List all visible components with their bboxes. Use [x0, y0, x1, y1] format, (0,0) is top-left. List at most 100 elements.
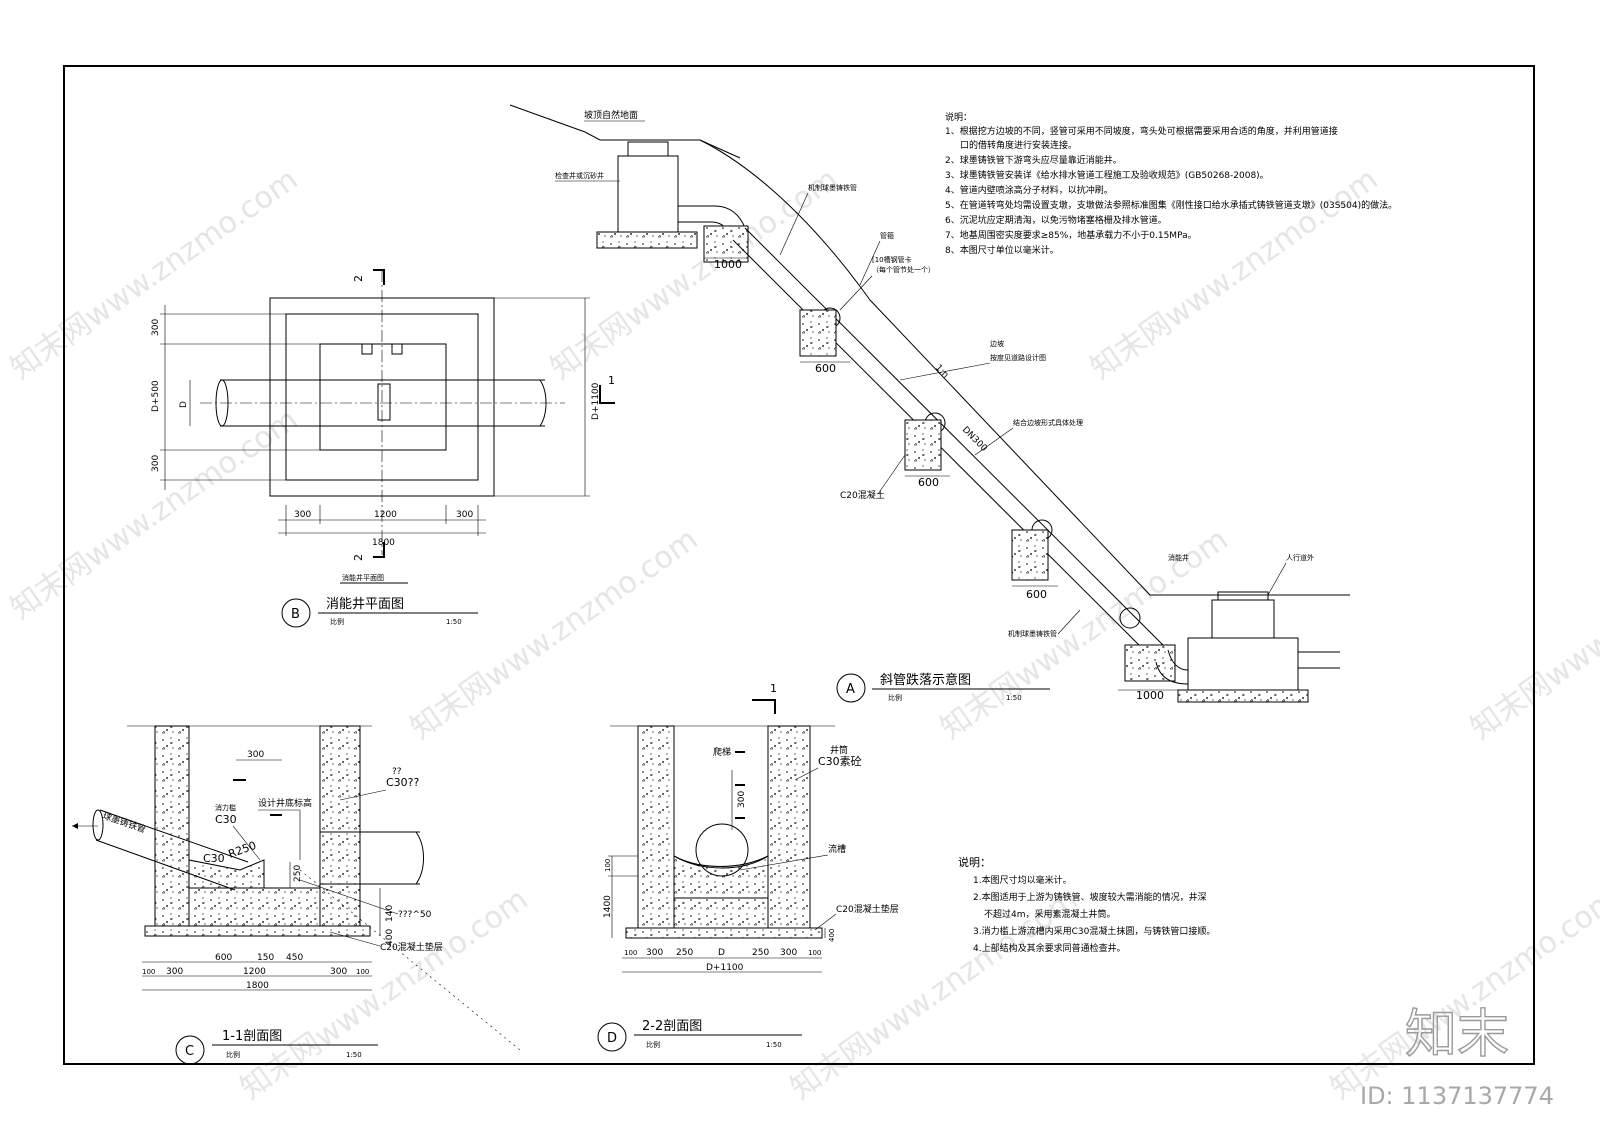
- label-dn: DN300: [960, 425, 989, 454]
- view-b-title: 消能井平面图: [326, 597, 404, 612]
- dim-text: D: [718, 948, 725, 958]
- view-a-title: 斜管跌落示意图: [880, 672, 971, 688]
- watermark-text: 知末网www.znzmo.com: [935, 522, 1235, 747]
- dim-text: 400: [385, 929, 395, 946]
- label-steel-clamp: [10槽钢管卡: [872, 255, 912, 264]
- label-inspection-well: 检查井或沉砂井: [555, 171, 604, 180]
- note-item: 1、根据挖方边坡的不同，竖管可采用不同坡度，弯头处可根据需要采用合适的角度，并利…: [945, 125, 1338, 137]
- dim-text: 600: [1026, 588, 1047, 601]
- dim-text: 1200: [243, 967, 266, 977]
- label-pipe: 球墨铸铁管: [101, 809, 147, 835]
- view-c-badge: [175, 1035, 205, 1065]
- well-chamber: [319, 343, 447, 451]
- drawing-border: [63, 65, 1535, 1065]
- dim-text: 600: [815, 362, 836, 375]
- label-pipe-clamp: 管箍: [880, 231, 894, 240]
- dim-text: 300: [247, 750, 264, 760]
- watermark-text: 知末网www.znzmo.com: [5, 402, 305, 627]
- dim-text: 1200: [374, 510, 397, 520]
- view-d-scale: 1:50: [766, 1041, 782, 1049]
- dim-text: 250: [293, 865, 303, 882]
- dim-text: 250: [752, 948, 769, 958]
- view-a-letter: A: [846, 682, 855, 697]
- well-floor: [673, 897, 769, 929]
- inspection-well: [617, 155, 679, 237]
- watermark-text: 知末网www.znzmo.com: [5, 162, 305, 387]
- section-mark-1-d: 1: [770, 682, 777, 695]
- note-item: 3.消力槛上游流槽内采用C30混凝土抹圆，与铸铁管口接顺。: [973, 925, 1215, 937]
- section-mark-2-bottom: 2: [352, 554, 365, 561]
- dim-text: 1000: [714, 258, 742, 271]
- dim-text: 100: [604, 859, 612, 872]
- watermark-text: 知末网www.znzmo.com: [1465, 522, 1600, 747]
- support-pier: [799, 309, 837, 357]
- dim-text: 1800: [372, 538, 395, 548]
- label-sidewalk: 人行道外: [1286, 553, 1314, 562]
- label-wall: 井筒: [830, 744, 848, 756]
- view-c-title: 1-1剖面图: [222, 1029, 282, 1044]
- dim-text: 400: [828, 929, 836, 942]
- note-item: 不超过4m，采用素混凝土井筒。: [984, 908, 1116, 920]
- label-slope: 边坡: [990, 339, 1004, 348]
- label-design-elev: 设计井底标高: [258, 797, 312, 809]
- dim-text: 1400: [603, 895, 613, 918]
- well-wall-left: [637, 725, 675, 929]
- notes-bottom: 说明： 1.本图尺寸均以毫米计。 2.本图适用于上游为铸铁管、坡度较大需消能的情…: [958, 855, 1215, 954]
- label-slope-design: 按度见道路设计图: [990, 353, 1046, 362]
- dim-text: 450: [286, 953, 303, 963]
- view-b-badge: [281, 598, 311, 628]
- channel-fill: [673, 855, 769, 899]
- label-c20: C20混凝土垫层: [836, 903, 899, 915]
- view-c-scale: 1:50: [346, 1051, 362, 1059]
- watermark-layer: 知末网www.znzmo.com 知末网www.znzmo.com 知末网www…: [5, 162, 1600, 1107]
- view-d-title: 2-2剖面图: [642, 1019, 702, 1034]
- thrust-block-bottom: [1124, 644, 1176, 682]
- view-b-plan: 2 2 1 300 D+500 300 D D+1100 300 1200 30…: [151, 269, 615, 628]
- well-wall-right: [319, 725, 361, 927]
- view-a-scale-label: 比例: [888, 693, 902, 702]
- dim-text: D+1100: [706, 963, 744, 973]
- dim-text: D+500: [151, 380, 161, 412]
- label-energy-well: 消能井: [1168, 553, 1189, 562]
- notes-bottom-heading: 说明：: [958, 855, 991, 869]
- thrust-block-top: [703, 225, 749, 263]
- dim-text: D+1100: [591, 382, 601, 420]
- note-item: 4、管道内壁喷涂高分子材料，以抗冲刷。: [945, 184, 1113, 196]
- note-item: 4.上部结构及其余要求同普通检查井。: [973, 942, 1126, 954]
- note-item: 2.本图适用于上游为铸铁管、坡度较大需消能的情况，井深: [973, 891, 1207, 903]
- dim-text: 250: [676, 948, 693, 958]
- label-r250: R250: [227, 839, 258, 861]
- dim-text: 600: [215, 953, 232, 963]
- view-c-scale-label: 比例: [226, 1050, 240, 1059]
- dim-text: 300: [780, 948, 797, 958]
- well-floor: [188, 887, 321, 927]
- inlet-pipe: [92, 809, 249, 891]
- note-item: 3、球墨铸铁管安装详《给水排水管道工程施工及验收规范》(GB50268-2008…: [945, 169, 1269, 181]
- dim-text: 300: [151, 455, 161, 472]
- watermark-text: 知末网www.znzmo.com: [1325, 882, 1600, 1107]
- note-item: 1.本图尺寸均以毫米计。: [973, 874, 1072, 886]
- dim-text: 100: [142, 968, 155, 976]
- energy-well-neck: [1211, 599, 1275, 639]
- plan-pipe: [200, 379, 565, 427]
- label-c30a: C30: [215, 813, 237, 826]
- inspection-well-cap: [627, 141, 669, 157]
- section-mark-1: 1: [608, 374, 615, 387]
- weir: [188, 859, 265, 889]
- dim-text: 1000: [1136, 689, 1164, 702]
- dim-text: 300: [330, 967, 347, 977]
- view-c-section-1-1: 球墨铸铁管 消力槛 C30 C30 R250 设计井底标高 ?? C30?? ?…: [72, 725, 521, 1065]
- energy-well-cap: [1217, 591, 1269, 601]
- well-wall-left: [154, 725, 190, 927]
- well-wall-right: [767, 725, 811, 929]
- label-ratio: 1:n: [933, 363, 950, 380]
- dim-text: 300: [166, 967, 183, 977]
- inspection-well-base: [596, 231, 698, 249]
- dim-text: 300: [151, 319, 161, 336]
- view-d-letter: D: [607, 1031, 617, 1046]
- view-a-dimensions: 1000 600 600 600 1000: [704, 257, 1180, 702]
- label-c30c: C30: [203, 852, 225, 865]
- watermark-id: ID: 1137137774: [1360, 1082, 1554, 1110]
- label-channel: 流槽: [828, 843, 846, 855]
